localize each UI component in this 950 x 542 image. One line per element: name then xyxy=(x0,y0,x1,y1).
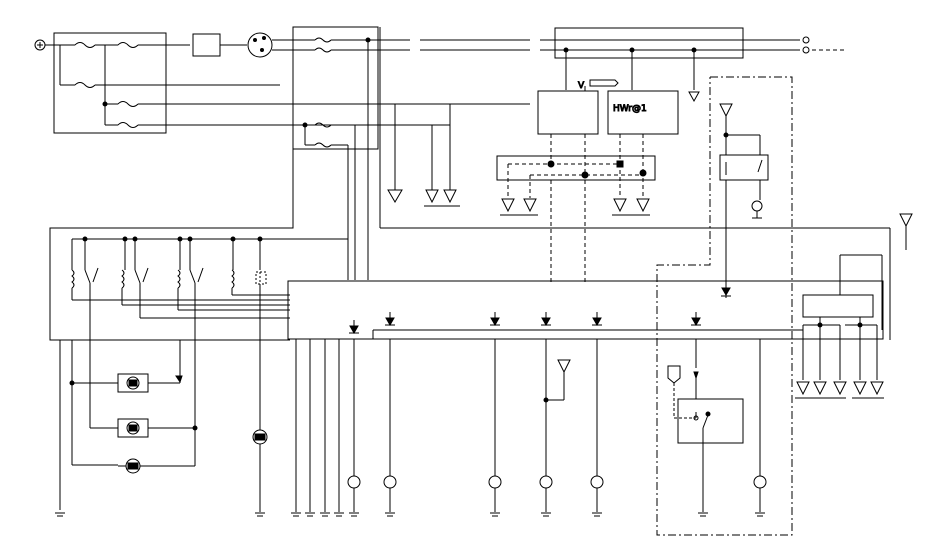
ecu-box xyxy=(288,281,883,339)
ignition-switch-icon xyxy=(248,33,272,57)
ground-icon xyxy=(755,513,765,516)
relay-contact-icon xyxy=(135,270,140,283)
fuse-icon xyxy=(75,83,95,88)
lamp-mark: HWr@1 xyxy=(613,104,647,114)
switch-module xyxy=(678,399,743,443)
bus-connector xyxy=(555,28,743,58)
diode-icon xyxy=(592,312,602,325)
control-module-left xyxy=(538,91,598,134)
ground-icon xyxy=(426,190,438,202)
fuse-block xyxy=(293,27,378,149)
fuse-icon xyxy=(315,48,331,52)
ground-icon xyxy=(444,190,456,202)
ground-icon xyxy=(385,513,395,516)
relay-contact-icon xyxy=(93,268,98,282)
fuse-icon xyxy=(75,43,95,48)
antenna-icon xyxy=(720,104,732,116)
lamp-icon xyxy=(348,476,360,488)
connector-tag-icon xyxy=(668,366,680,383)
optional-region xyxy=(657,77,792,535)
motor-icon xyxy=(118,374,148,392)
fuse-icon xyxy=(315,143,331,147)
diode-icon xyxy=(541,312,551,325)
ground-icon xyxy=(502,199,514,211)
diode-icon xyxy=(490,312,500,325)
ground-icon xyxy=(797,382,809,394)
ground-icon xyxy=(255,513,265,516)
output-module xyxy=(803,295,873,317)
diode-icon xyxy=(722,288,730,295)
relay-coil-icon xyxy=(232,270,234,288)
ground-icon xyxy=(490,513,500,516)
ground-icon xyxy=(637,199,649,211)
switch-icon xyxy=(703,415,708,428)
ground-icon xyxy=(305,513,315,516)
diode-icon xyxy=(691,312,701,325)
ground-icon xyxy=(814,382,826,394)
relay-coil-icon xyxy=(178,270,180,288)
fuse-icon xyxy=(118,43,138,48)
ground-icon xyxy=(834,382,846,394)
motor-icon xyxy=(253,430,267,444)
comb-label: V xyxy=(578,81,585,91)
lamp-icon xyxy=(489,476,501,488)
relay-coil-icon xyxy=(122,270,124,288)
antenna-icon xyxy=(900,214,912,226)
dashed-connector-block xyxy=(497,156,655,180)
diode-icon xyxy=(350,326,358,333)
lamp-icon xyxy=(754,476,766,488)
ground-icon xyxy=(698,513,708,516)
relay-contact-icon xyxy=(143,268,148,282)
relay-frame xyxy=(50,56,293,340)
battery-icon xyxy=(35,40,45,50)
connector-icon xyxy=(803,37,809,43)
fuse-icon xyxy=(315,38,331,42)
connector-tag-icon xyxy=(590,80,618,86)
ground-icon xyxy=(524,199,536,211)
ground-icon xyxy=(55,513,65,516)
fuse-icon xyxy=(315,123,331,127)
ground-icon xyxy=(291,513,301,516)
relay-contact-icon xyxy=(85,270,90,283)
relay-coil-icon xyxy=(72,270,74,288)
relay-icon xyxy=(256,272,266,284)
lamp-icon xyxy=(591,476,603,488)
diode-icon xyxy=(385,312,395,325)
ground-icon xyxy=(689,92,699,101)
relay-box xyxy=(193,34,220,56)
motor-icon xyxy=(118,419,148,437)
ground-icon xyxy=(854,382,866,394)
relay-contact-icon xyxy=(198,268,203,282)
relay-contact-icon xyxy=(190,270,195,283)
fuse-icon xyxy=(118,123,138,128)
fuse-icon xyxy=(118,102,138,107)
ground-icon xyxy=(334,513,344,516)
ground-icon xyxy=(349,513,359,516)
ground-icon xyxy=(614,199,626,211)
connector-icon xyxy=(803,47,809,53)
ground-icon xyxy=(541,513,551,516)
main-fuse-box xyxy=(54,33,166,133)
lamp-icon xyxy=(540,476,552,488)
motor-icon xyxy=(118,459,148,473)
relay-icon xyxy=(720,155,768,180)
lamp-icon xyxy=(752,201,762,211)
ground-icon xyxy=(871,382,883,394)
ground-icon xyxy=(388,190,402,202)
lamp-icon xyxy=(384,476,396,488)
ground-icon xyxy=(592,513,602,516)
antenna-icon xyxy=(558,360,570,372)
ground-icon xyxy=(320,513,330,516)
